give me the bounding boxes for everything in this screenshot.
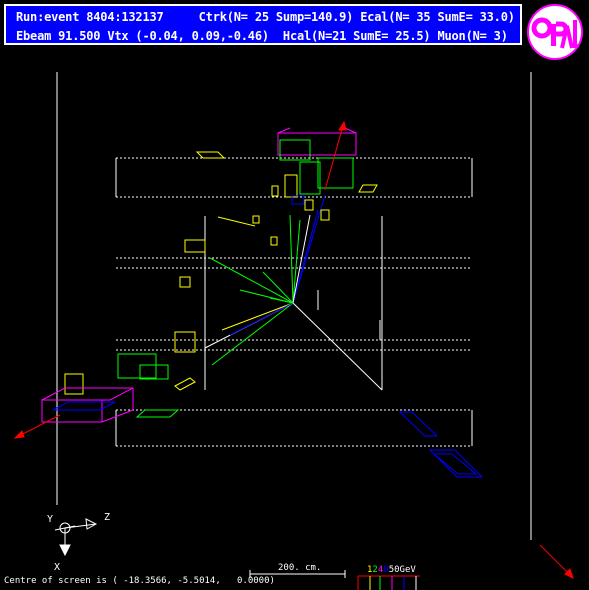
- calorimeter-cluster-right: [398, 411, 484, 478]
- scale-label: 200. cm.: [278, 563, 322, 573]
- energy-value-1: 1: [367, 565, 373, 575]
- event-info-line-2: Ebeam 91.500 Vtx (-0.04, 0.09,-0.46) Hca…: [16, 29, 508, 43]
- charged-tracks: [204, 194, 383, 391]
- energy-scale-bars: [357, 575, 420, 590]
- energy-value-4: 8: [383, 565, 389, 575]
- calorimeter-cluster-left: [41, 215, 278, 423]
- scale-bar: [249, 570, 346, 578]
- energy-value-3: 4: [377, 565, 384, 575]
- beam-direction-arrows: [13, 120, 574, 579]
- energy-scale-label: 124850GeV: [367, 565, 416, 575]
- detector-frame: [56, 72, 532, 540]
- energy-value-2: 2: [372, 565, 378, 575]
- axis-gizmo: [54, 518, 98, 557]
- axis-label-x: X: [54, 562, 61, 573]
- axis-label-z: Z: [104, 512, 111, 523]
- calorimeter-cluster-top: [195, 127, 378, 221]
- event-info-panel: Run:event 8404:132137 Ctrk(N= 25 Sump=14…: [4, 4, 522, 45]
- centre-of-screen-text: Centre of screen is ( -18.3566, -5.5014,…: [4, 576, 275, 586]
- event-info-line-1: Run:event 8404:132137 Ctrk(N= 25 Sump=14…: [16, 10, 515, 24]
- axis-label-y: Y: [47, 514, 54, 525]
- opal-logo: [527, 4, 583, 60]
- opal-logo-graphic: [531, 17, 580, 49]
- energy-value-5: 50: [388, 565, 400, 575]
- energy-unit: GeV: [399, 565, 416, 575]
